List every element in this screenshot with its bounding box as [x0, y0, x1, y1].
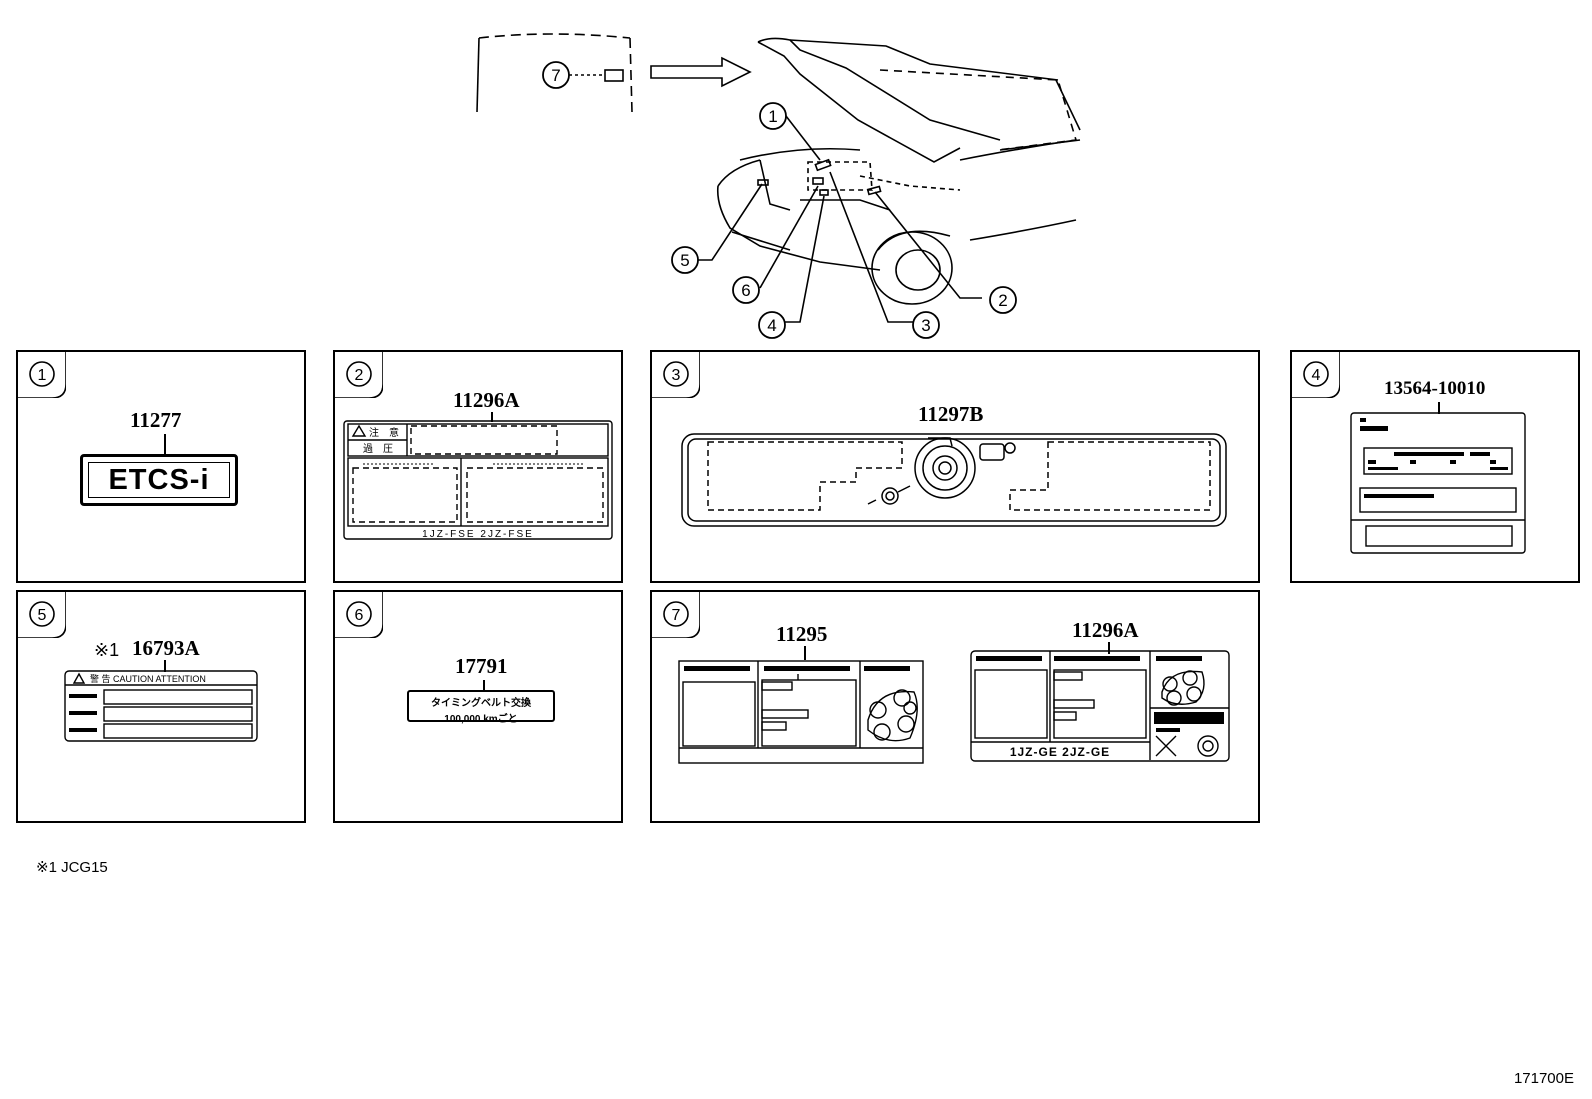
svg-text:警 告 CAUTION ATTENTION: 警 告 CAUTION ATTENTION	[90, 673, 206, 684]
callout-markers	[542, 61, 1017, 339]
callout-5-text: 5	[680, 251, 689, 270]
callout-7-text: 7	[551, 66, 560, 85]
panel-6: 6 17791 タイミングベルト交換 100,000 kmごと	[333, 590, 623, 823]
part-number: 11296A	[453, 388, 520, 412]
callout-1	[759, 102, 787, 130]
callout-6-text: 6	[741, 281, 750, 300]
part-number: 11277	[130, 408, 182, 432]
part-leader	[483, 680, 485, 690]
panel-5-tab: 5	[18, 592, 66, 638]
panel-6-tab: 6	[335, 592, 383, 638]
panel-4-tab: 4	[1292, 352, 1340, 398]
callout-1-text: 1	[768, 107, 777, 126]
part-number: 16793A	[132, 636, 200, 660]
callout-7	[542, 61, 570, 89]
part-number: 11297B	[918, 402, 984, 426]
svg-text:1: 1	[38, 367, 47, 384]
part-leader-a	[804, 646, 806, 660]
timing-label-drawing	[1350, 412, 1526, 554]
svg-text:3: 3	[672, 367, 681, 384]
footnote-marker: ※1	[94, 640, 120, 660]
panel-7: 7 11295 11296A	[650, 590, 1260, 823]
part-leader	[1438, 402, 1440, 414]
callout-3	[912, 311, 940, 339]
part-number-b: 11296A	[1072, 618, 1139, 642]
svg-text:5: 5	[38, 607, 47, 624]
callout-2-text: 2	[998, 291, 1007, 310]
svg-text:過 圧: 過 圧	[363, 443, 393, 455]
svg-text:2: 2	[355, 367, 364, 384]
footnote: ※1 JCG15	[36, 859, 108, 876]
timing-belt-line2: 100,000 kmごと	[444, 714, 518, 725]
timing-belt-label: タイミングベルト交換 100,000 kmごと	[407, 690, 555, 725]
vehicle-illustration: 7 1 5 6 4 3 2	[476, 33, 1081, 339]
panel-1-tab: 1	[18, 352, 66, 398]
panel-3-tab: 3	[652, 352, 700, 398]
warning-label-drawing: 注 意 過 圧 1JZ-FSE 2JZ-FSE	[343, 420, 613, 540]
belt-diagram-label	[681, 433, 1227, 527]
svg-text:1JZ-FSE 2JZ-FSE: 1JZ-FSE 2JZ-FSE	[422, 529, 534, 540]
callout-2	[989, 286, 1017, 314]
caution-label-drawing: 警 告 CAUTION ATTENTION	[64, 670, 258, 742]
part-leader	[164, 660, 166, 672]
panel-5: 5 ※1 16793A 警 告 CAUTION ATTENTION	[16, 590, 306, 823]
svg-text:7: 7	[672, 607, 681, 624]
panel-2-tab: 2	[335, 352, 383, 398]
svg-text:4: 4	[1312, 367, 1321, 384]
part-leader	[491, 412, 493, 422]
panel-1: 1 11277 ETCS-i	[16, 350, 306, 583]
panel-2: 2 11296A 注 意 過 圧 1JZ-FSE 2JZ-FSE	[333, 350, 623, 583]
part-leader	[164, 434, 166, 454]
panel-7-tab: 7	[652, 592, 700, 638]
part-number: 13564-10010	[1384, 378, 1486, 399]
svg-text:6: 6	[355, 607, 364, 624]
etcs-label: ETCS-i	[80, 454, 238, 506]
part-leader-b	[1108, 642, 1110, 654]
panel-3: 3 11297B	[650, 350, 1260, 583]
label-11296A-drawing: 1JZ-GE 2JZ-GE	[970, 650, 1230, 762]
svg-text:注 意: 注 意	[369, 426, 399, 439]
panel-4: 4 13564-10010	[1290, 350, 1580, 583]
etcs-text: ETCS-i	[108, 464, 210, 496]
illustration-code: 171700E	[1513, 1070, 1574, 1087]
callout-4	[758, 311, 786, 339]
label-11295-drawing	[678, 660, 924, 764]
callout-3-text: 3	[921, 316, 930, 335]
callout-4-text: 4	[767, 316, 776, 335]
callout-6	[732, 276, 760, 304]
part-number: 17791	[455, 654, 508, 678]
svg-text:1JZ-GE 2JZ-GE: 1JZ-GE 2JZ-GE	[1010, 745, 1110, 759]
callout-5	[671, 246, 699, 274]
timing-belt-line1: タイミングベルト交換	[431, 698, 531, 709]
part-number-a: 11295	[776, 622, 828, 646]
